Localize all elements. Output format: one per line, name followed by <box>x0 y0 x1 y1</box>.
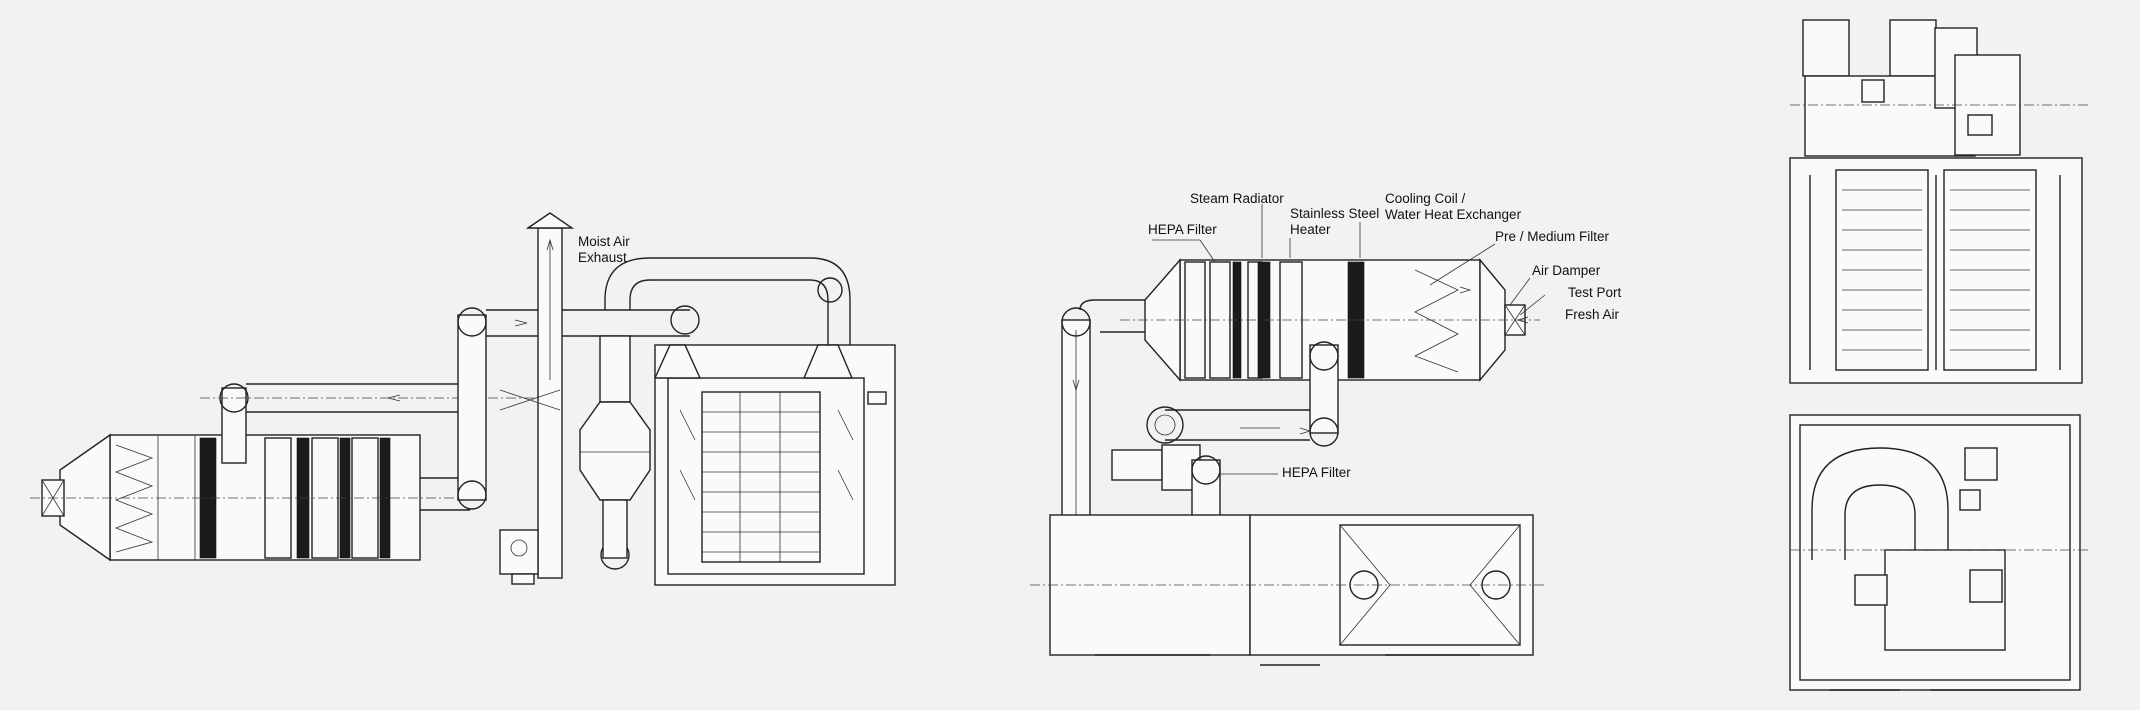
label-exhaust: Exhaust <box>578 250 627 265</box>
oven-cabinet-left <box>653 344 896 586</box>
label-stainless-steel: Stainless Steel <box>1290 206 1379 221</box>
right-side-view <box>1789 414 2090 691</box>
base-unit-center <box>1030 514 1545 666</box>
right-front-view <box>1789 19 2090 384</box>
ahu-unit-left <box>30 433 480 562</box>
label-test-port: Test Port <box>1568 285 1622 300</box>
ahu-unit-center <box>1120 258 1540 382</box>
center-elevation-view: Steam Radiator HEPA Filter Stainless Ste… <box>1030 191 1622 666</box>
label-air-damper: Air Damper <box>1532 263 1601 278</box>
label-steam-radiator: Steam Radiator <box>1190 191 1284 206</box>
tray-rack-left <box>701 391 821 563</box>
duct-network-left <box>200 212 851 585</box>
label-hepa-filter-top: HEPA Filter <box>1148 222 1217 237</box>
shelves-right-front <box>1842 189 2030 351</box>
label-cooling-coil: Cooling Coil / <box>1385 191 1466 206</box>
left-elevation-view: Moist Air Exhaust <box>30 212 896 586</box>
label-moist-air: Moist Air <box>578 234 630 249</box>
label-heater: Heater <box>1290 222 1331 237</box>
label-hepa-filter-bottom: HEPA Filter <box>1282 465 1351 480</box>
label-fresh-air: Fresh Air <box>1565 307 1620 322</box>
leader-lines-center <box>1152 204 1546 475</box>
label-pre-medium-filter: Pre / Medium Filter <box>1495 229 1610 244</box>
label-water-heat-exchanger: Water Heat Exchanger <box>1385 207 1522 222</box>
